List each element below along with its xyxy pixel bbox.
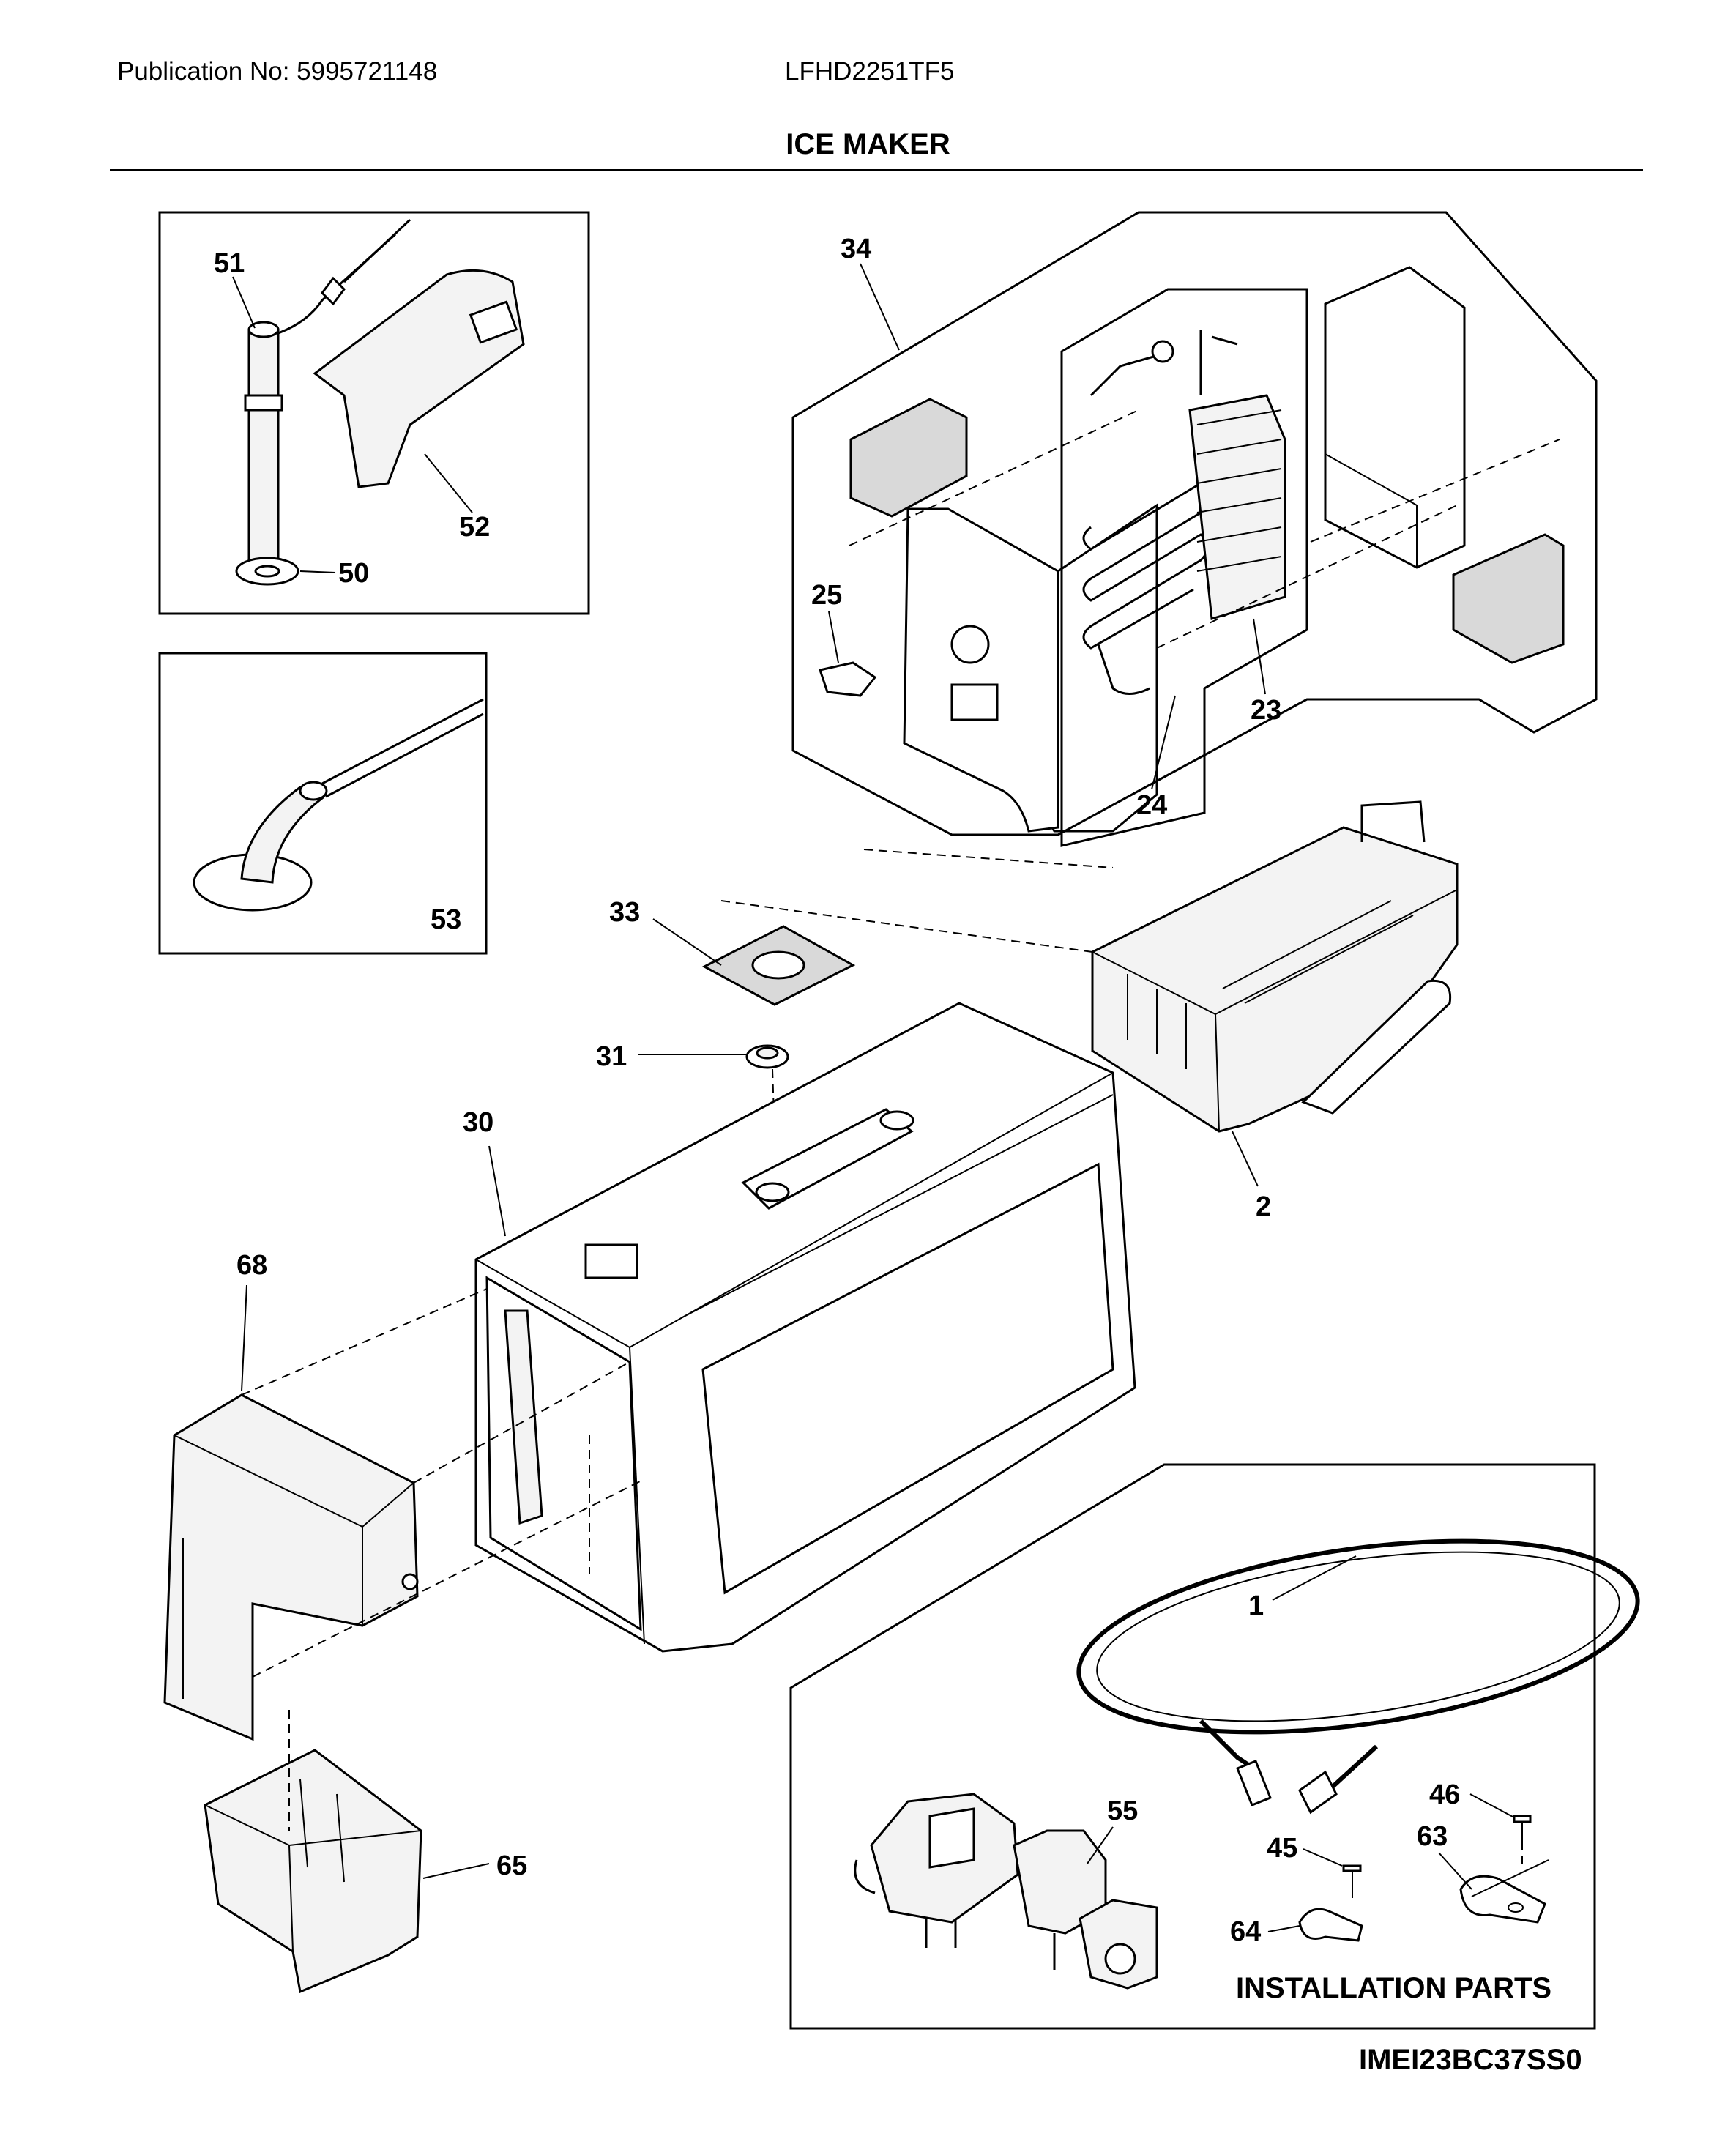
leader-50 bbox=[299, 570, 336, 573]
leader-46 bbox=[1469, 1793, 1515, 1818]
diagram-code: IMEI23BC37SS0 bbox=[1359, 2044, 1582, 2076]
callout-53: 53 bbox=[431, 904, 461, 935]
callout-34: 34 bbox=[841, 234, 871, 264]
model-number: LFHD2251TF5 bbox=[785, 57, 955, 86]
leader-64 bbox=[1267, 1925, 1300, 1932]
callout-31: 31 bbox=[596, 1041, 627, 1072]
installation-parts-caption: INSTALLATION PARTS bbox=[1236, 1972, 1551, 2004]
callout-30: 30 bbox=[463, 1107, 493, 1138]
callout-64: 64 bbox=[1230, 1916, 1261, 1947]
leader-25 bbox=[828, 611, 839, 663]
publication-number: Publication No: 5995721148 bbox=[117, 57, 438, 86]
installation-parts-group bbox=[789, 1463, 1640, 2030]
callout-51: 51 bbox=[214, 248, 245, 279]
leader-63 bbox=[1438, 1852, 1472, 1890]
callout-63: 63 bbox=[1417, 1821, 1448, 1852]
leader-68 bbox=[241, 1284, 247, 1392]
callout-45: 45 bbox=[1267, 1833, 1297, 1864]
ice-bin-housing bbox=[474, 1002, 1136, 1653]
callout-65: 65 bbox=[496, 1850, 527, 1881]
leader-2 bbox=[1232, 1131, 1259, 1187]
leader-30 bbox=[488, 1145, 506, 1237]
leader-65 bbox=[422, 1863, 490, 1879]
ice-maker-unit bbox=[1091, 800, 1459, 1133]
page-title: ICE MAKER bbox=[786, 128, 950, 160]
inset-fill-cup bbox=[158, 652, 488, 955]
callout-33: 33 bbox=[609, 897, 640, 928]
callout-1: 1 bbox=[1248, 1590, 1264, 1621]
callout-2: 2 bbox=[1256, 1191, 1271, 1222]
callout-52: 52 bbox=[459, 512, 490, 543]
leader-1 bbox=[1272, 1555, 1357, 1601]
leader-51 bbox=[232, 276, 256, 329]
leader-52 bbox=[424, 453, 473, 513]
callout-50: 50 bbox=[338, 558, 369, 589]
ice-chute bbox=[204, 1749, 422, 1994]
callout-25: 25 bbox=[811, 580, 842, 611]
callout-23: 23 bbox=[1251, 695, 1281, 726]
callout-55: 55 bbox=[1107, 1796, 1138, 1826]
bin-front-cover bbox=[163, 1393, 419, 1741]
callout-24: 24 bbox=[1136, 790, 1167, 821]
evaporator-group bbox=[791, 211, 1598, 847]
leader-34 bbox=[860, 263, 900, 351]
callout-68: 68 bbox=[236, 1250, 267, 1281]
header-rule bbox=[110, 169, 1643, 171]
leader-55 bbox=[1087, 1826, 1114, 1864]
leader-45 bbox=[1303, 1848, 1343, 1867]
evaporator-coil bbox=[1082, 330, 1286, 695]
inset-fill-tube bbox=[158, 211, 590, 615]
callout-46: 46 bbox=[1429, 1779, 1460, 1810]
leader-24 bbox=[1151, 695, 1176, 790]
leader-23 bbox=[1253, 618, 1266, 695]
leader-33 bbox=[652, 918, 722, 966]
